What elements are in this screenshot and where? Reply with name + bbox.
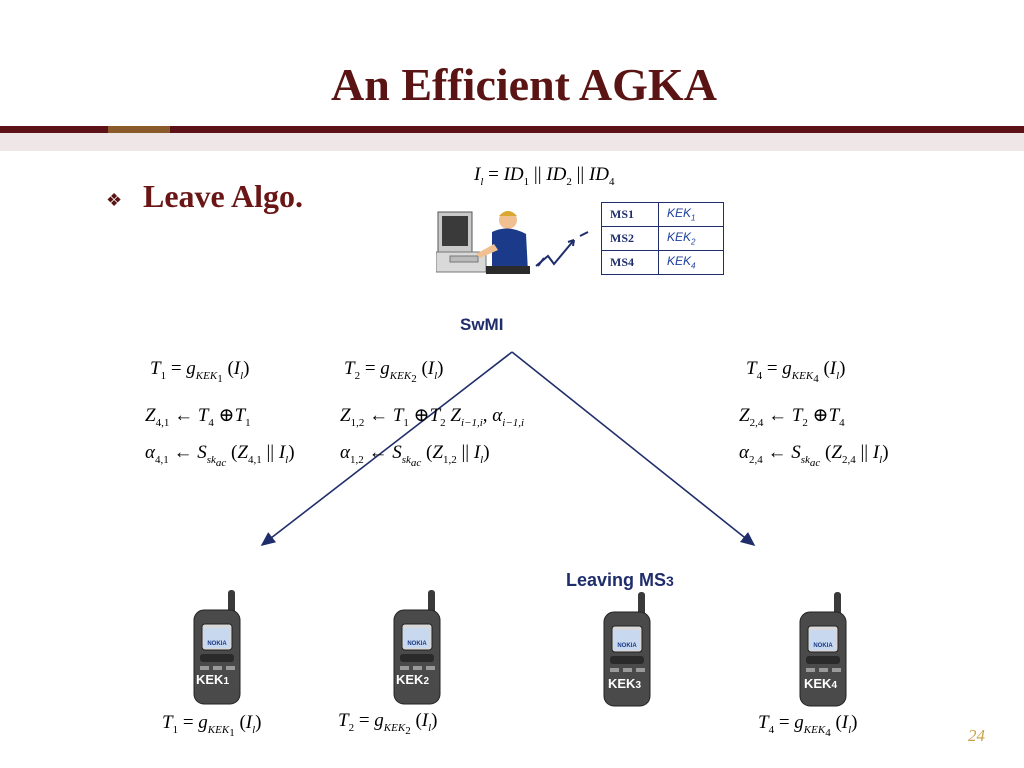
- section-heading: Leave Algo.: [143, 178, 303, 214]
- mobile-phone-ms1: NOKIA KEK1: [190, 588, 246, 706]
- mobile-phone-icon: NOKIA: [603, 592, 651, 707]
- arrow-right: [511, 351, 756, 546]
- phone-kek-label: KEK2: [396, 672, 430, 687]
- title-divider: [0, 126, 1024, 133]
- svg-text:NOKIA: NOKIA: [407, 641, 427, 647]
- mobile-phone-icon: NOKIA: [393, 590, 441, 705]
- title-divider-band: [0, 133, 1024, 151]
- leaving-ms-label: Leaving MS3: [566, 570, 674, 590]
- t4-equation: T4 = gKEK4 (Il): [746, 358, 846, 385]
- bullet-icon: ❖: [106, 190, 123, 210]
- mobile-phone-ms4: NOKIA KEK4: [796, 590, 852, 708]
- t4-equation-bottom: T4 = gKEK4 (Il): [758, 712, 858, 739]
- table-cell-kek: KEK2: [658, 226, 724, 251]
- title-divider-accent: [108, 126, 170, 133]
- z41-equation: Z4,1 ← T4 ⊕T1: [145, 405, 251, 429]
- swmi-label: SwMI: [460, 315, 504, 334]
- table-cell-ms: MS2: [601, 226, 659, 251]
- table-cell-kek: KEK4: [658, 250, 724, 275]
- wireless-link-icon: [535, 231, 589, 267]
- arrow-left: [260, 351, 513, 546]
- mobile-phone-ms3: NOKIA KEK3: [600, 590, 656, 708]
- z12-equation: Z1,2 ← T1 ⊕T2 Zi−1,i, αi−1,i: [340, 405, 525, 429]
- alpha41-equation: α4,1 ← Sskac (Z4,1 || Il): [145, 442, 295, 469]
- operator-at-computer-illustration: [436, 211, 530, 274]
- mobile-phone-ms2: NOKIA KEK2: [390, 588, 446, 706]
- table-cell-ms: MS4: [601, 250, 659, 275]
- alpha24-equation: α2,4 ← Sskac (Z2,4 || Il): [739, 442, 889, 469]
- t2-equation-bottom: T2 = gKEK2 (Il): [338, 710, 438, 737]
- phone-kek-label: KEK1: [196, 672, 230, 687]
- svg-text:NOKIA: NOKIA: [813, 643, 833, 649]
- table-cell-ms: MS1: [601, 202, 659, 227]
- svg-text:NOKIA: NOKIA: [617, 643, 637, 649]
- alpha12-equation: α1,2 ← Sskac (Z1,2 || Il): [340, 442, 490, 469]
- kek-table: MS1 KEK1 MS2 KEK2 MS4 KEK4: [601, 202, 724, 275]
- t1-equation-bottom: T1 = gKEK1 (Il): [162, 712, 262, 739]
- slide-title: An Efficient AGKA: [331, 59, 717, 110]
- phone-kek-label: KEK4: [804, 676, 838, 691]
- mobile-phone-icon: NOKIA: [799, 592, 847, 707]
- table-row: MS4 KEK4: [601, 250, 724, 275]
- mobile-phone-icon: NOKIA: [193, 590, 241, 705]
- z24-equation: Z2,4 ← T2 ⊕T4: [739, 405, 845, 429]
- page-number: 24: [968, 726, 985, 745]
- identity-equation: Il = ID1 || ID2 || ID4: [474, 164, 615, 188]
- table-row: MS2 KEK2: [601, 226, 724, 251]
- phone-kek-label: KEK3: [608, 676, 642, 691]
- svg-text:NOKIA: NOKIA: [207, 641, 227, 647]
- t1-equation: T1 = gKEK1 (Il): [150, 358, 250, 385]
- t2-equation: T2 = gKEK2 (Il): [344, 358, 444, 385]
